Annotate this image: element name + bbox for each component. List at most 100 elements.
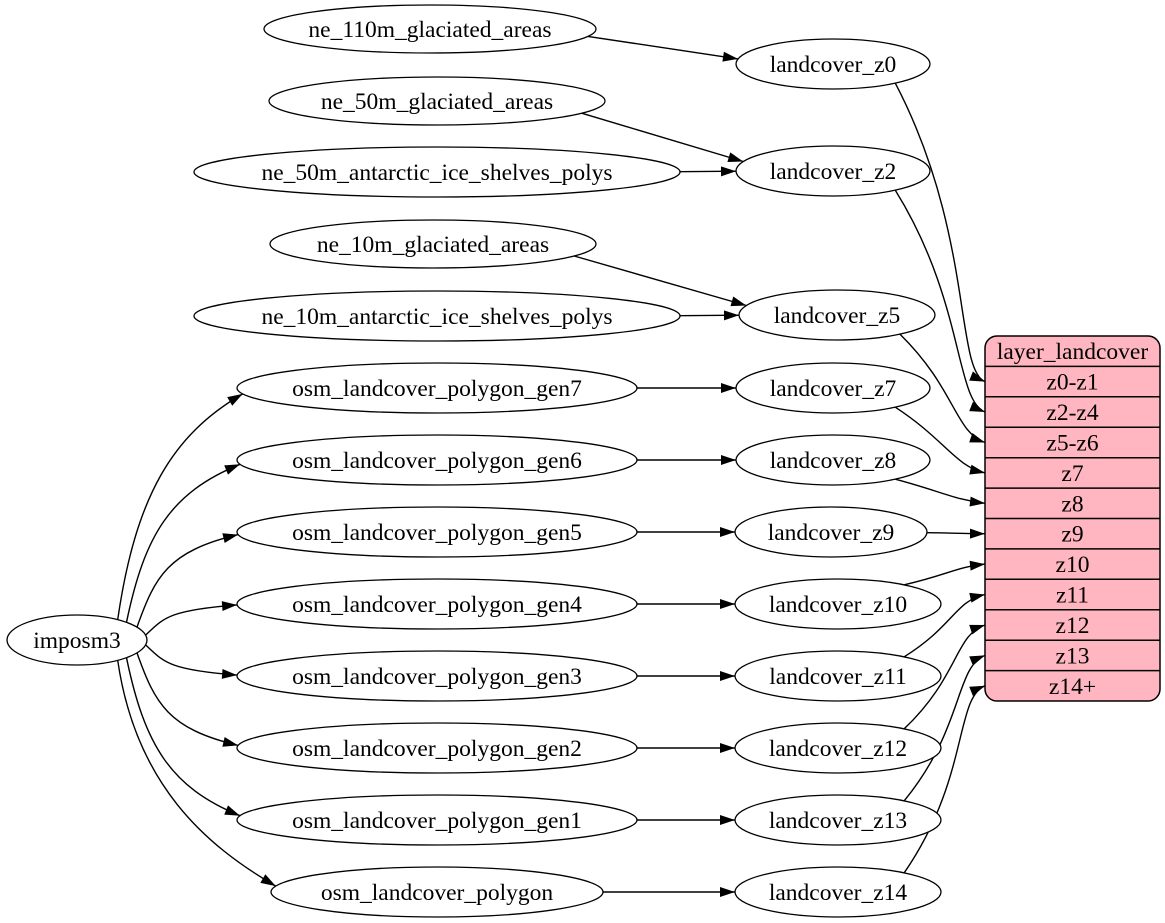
node-ellipse bbox=[734, 506, 928, 558]
node-label-ne_10m_glaciated_areas: ne_10m_glaciated_areas bbox=[317, 232, 549, 258]
record-row-z7: z7 bbox=[1061, 461, 1083, 487]
node-ellipse bbox=[735, 434, 931, 486]
edge-landcover_z11--layer_landcover-z11 bbox=[903, 592, 986, 658]
node-label-landcover_z2: landcover_z2 bbox=[770, 159, 897, 185]
node-osm_landcover_polygon_gen2: osm_landcover_polygon_gen2 bbox=[236, 722, 638, 774]
node-osm_landcover_polygon_gen6: osm_landcover_polygon_gen6 bbox=[236, 434, 638, 486]
node-label-landcover_z8: landcover_z8 bbox=[770, 448, 897, 474]
node-landcover_z8: landcover_z8 bbox=[735, 434, 931, 486]
record-header-layer_landcover: layer_landcover bbox=[997, 339, 1149, 365]
node-ellipse bbox=[735, 362, 931, 414]
edge-ne_10m_antarctic_ice_shelves_polys--landcover_z5 bbox=[679, 310, 740, 321]
node-ellipse bbox=[236, 794, 638, 846]
node-landcover_z7: landcover_z7 bbox=[735, 362, 931, 414]
node-label-osm_landcover_polygon_gen2: osm_landcover_polygon_gen2 bbox=[292, 736, 582, 762]
node-label-landcover_z11: landcover_z11 bbox=[769, 664, 906, 690]
node-label-ne_110m_glaciated_areas: ne_110m_glaciated_areas bbox=[308, 17, 551, 43]
node-landcover_z5: landcover_z5 bbox=[738, 289, 936, 341]
record-layer_landcover: layer_landcover z0-z1 z2-z4 z5-z6 z7 z8 z9 z10 z… bbox=[984, 335, 1161, 702]
node-label-osm_landcover_polygon_gen4: osm_landcover_polygon_gen4 bbox=[292, 592, 582, 618]
record-row-z0-z1: z0-z1 bbox=[1046, 370, 1098, 396]
record-row-z13: z13 bbox=[1056, 643, 1090, 669]
record-row-z10: z10 bbox=[1056, 552, 1090, 578]
node-ne_10m_antarctic_ice_shelves_polys: ne_10m_antarctic_ice_shelves_polys bbox=[193, 290, 681, 342]
edge-imposm3--osm_landcover_polygon_gen1 bbox=[125, 657, 241, 817]
node-label-osm_landcover_polygon_gen3: osm_landcover_polygon_gen3 bbox=[292, 664, 582, 690]
node-label-landcover_z10: landcover_z10 bbox=[769, 592, 907, 618]
node-label-landcover_z13: landcover_z13 bbox=[769, 808, 907, 834]
edge-imposm3--osm_landcover_polygon_gen2 bbox=[136, 652, 239, 747]
record-row-z2-z4: z2-z4 bbox=[1046, 400, 1098, 426]
node-ellipse bbox=[6, 614, 148, 666]
node-ellipse bbox=[193, 146, 681, 198]
node-landcover_z9: landcover_z9 bbox=[734, 506, 928, 558]
edge-imposm3--osm_landcover_polygon_gen5 bbox=[136, 533, 239, 628]
node-label-landcover_z12: landcover_z12 bbox=[769, 736, 907, 762]
edge-ne_50m_antarctic_ice_shelves_polys--landcover_z2 bbox=[679, 166, 737, 177]
node-ellipse bbox=[236, 506, 638, 558]
node-ellipse bbox=[735, 38, 931, 90]
node-landcover_z13: landcover_z13 bbox=[734, 794, 942, 846]
node-label-landcover_z7: landcover_z7 bbox=[770, 376, 897, 402]
node-label-imposm3: imposm3 bbox=[33, 628, 120, 654]
node-osm_landcover_polygon_gen5: osm_landcover_polygon_gen5 bbox=[236, 506, 638, 558]
node-ellipse bbox=[236, 650, 638, 702]
node-ellipse bbox=[734, 722, 942, 774]
node-osm_landcover_polygon_gen3: osm_landcover_polygon_gen3 bbox=[236, 650, 638, 702]
record-row-z8: z8 bbox=[1061, 491, 1083, 517]
edge-ne_110m_glaciated_areas--landcover_z0 bbox=[587, 35, 739, 62]
node-ellipse bbox=[263, 4, 597, 54]
edge-imposm3--osm_landcover_polygon bbox=[117, 660, 277, 887]
node-ellipse bbox=[734, 794, 942, 846]
node-osm_landcover_polygon_gen7: osm_landcover_polygon_gen7 bbox=[236, 362, 638, 414]
node-label-osm_landcover_polygon: osm_landcover_polygon bbox=[321, 880, 554, 906]
node-ellipse bbox=[236, 722, 638, 774]
node-landcover_z14: landcover_z14 bbox=[734, 866, 942, 918]
edge-landcover_z5--layer_landcover-z5-z6 bbox=[899, 333, 986, 444]
edge-imposm3--osm_landcover_polygon_gen3 bbox=[145, 644, 238, 679]
edge-landcover_z7--layer_landcover-z7 bbox=[894, 406, 986, 475]
node-landcover_z0: landcover_z0 bbox=[735, 38, 931, 90]
node-label-osm_landcover_polygon_gen1: osm_landcover_polygon_gen1 bbox=[292, 808, 582, 834]
edge-landcover_z14--layer_landcover-z14+ bbox=[903, 685, 986, 874]
node-ne_50m_antarctic_ice_shelves_polys: ne_50m_antarctic_ice_shelves_polys bbox=[193, 146, 681, 198]
node-label-ne_10m_antarctic_ice_shelves_polys: ne_10m_antarctic_ice_shelves_polys bbox=[261, 304, 612, 330]
node-ne_110m_glaciated_areas: ne_110m_glaciated_areas bbox=[263, 4, 597, 54]
edge-ne_50m_glaciated_areas--landcover_z2 bbox=[581, 112, 744, 163]
node-ellipse bbox=[236, 434, 638, 486]
record-row-z12: z12 bbox=[1056, 613, 1090, 639]
node-label-landcover_z14: landcover_z14 bbox=[769, 880, 908, 906]
node-label-osm_landcover_polygon_gen5: osm_landcover_polygon_gen5 bbox=[292, 520, 582, 546]
node-label-landcover_z5: landcover_z5 bbox=[774, 303, 901, 329]
node-ellipse bbox=[236, 362, 638, 414]
edge-ne_10m_glaciated_areas--landcover_z5 bbox=[574, 255, 747, 307]
node-ellipse bbox=[270, 866, 604, 918]
node-ellipse bbox=[738, 289, 936, 341]
node-ellipse bbox=[268, 76, 606, 126]
node-label-ne_50m_glaciated_areas: ne_50m_glaciated_areas bbox=[321, 89, 553, 115]
node-ellipse bbox=[269, 219, 597, 269]
node-ellipse bbox=[734, 650, 942, 702]
node-osm_landcover_polygon_gen4: osm_landcover_polygon_gen4 bbox=[236, 578, 638, 630]
node-ne_50m_glaciated_areas: ne_50m_glaciated_areas bbox=[268, 76, 606, 126]
record-row-z11: z11 bbox=[1056, 582, 1089, 608]
node-label-landcover_z9: landcover_z9 bbox=[768, 520, 895, 546]
record-row-z9: z9 bbox=[1061, 522, 1083, 548]
node-label-osm_landcover_polygon_gen6: osm_landcover_polygon_gen6 bbox=[292, 448, 582, 474]
record-row-z5-z6: z5-z6 bbox=[1046, 430, 1098, 456]
edge-imposm3--osm_landcover_polygon_gen6 bbox=[125, 463, 241, 623]
node-ne_10m_glaciated_areas: ne_10m_glaciated_areas bbox=[269, 219, 597, 269]
node-landcover_z2: landcover_z2 bbox=[735, 145, 931, 197]
edge-landcover_z8--layer_landcover-z8 bbox=[895, 478, 986, 507]
node-landcover_z10: landcover_z10 bbox=[734, 578, 942, 630]
node-ellipse bbox=[735, 145, 931, 197]
edge-imposm3--osm_landcover_polygon_gen4 bbox=[145, 601, 238, 636]
edge-landcover_z0--layer_landcover-z0-z1 bbox=[894, 82, 986, 383]
node-imposm3: imposm3 bbox=[6, 614, 148, 666]
edge-imposm3--osm_landcover_polygon_gen7 bbox=[117, 393, 244, 620]
edge-landcover_z12--layer_landcover-z12 bbox=[903, 624, 986, 730]
node-ellipse bbox=[193, 290, 681, 342]
edge-landcover_z9--layer_landcover-z9 bbox=[926, 528, 986, 539]
